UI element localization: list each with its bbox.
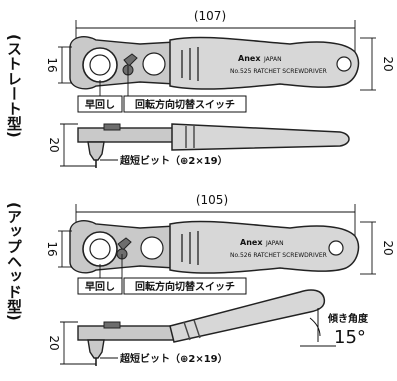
callout-box-quick-release-1: [77, 95, 123, 113]
section-straight: (ストレート型) (107) Anex JAPAN No.525 RATCHET: [5, 9, 395, 168]
hang-hole-1: [336, 56, 352, 72]
head-height-label-1: 16: [45, 57, 59, 72]
callout-box-direction-switch-2: [123, 277, 247, 295]
handle-height-label-1: 20: [381, 56, 395, 71]
side-height-label-1: 20: [47, 137, 61, 152]
section-uphead: (アップヘッド型) (105) Anex JAPAN No.526 RATCHE…: [5, 193, 395, 366]
handle-top-2: [169, 220, 360, 274]
handle-top-1: [169, 36, 360, 90]
tool-top-view-1: Anex JAPAN No.525 RATCHET SCREWDRIVER: [69, 36, 360, 90]
brand-label-1: Anex: [238, 54, 261, 63]
callout-box-quick-release-2: [77, 277, 123, 295]
callout-direction-switch-2: 回転方向切替スイッチ: [135, 280, 235, 293]
head-height-label-2: 16: [45, 241, 59, 256]
callout-bit-2: 超短ビット（⊕2×19）: [119, 352, 228, 365]
model-label-1: No.525 RATCHET SCREWDRIVER: [230, 68, 327, 75]
length-label-2: (105): [196, 193, 228, 207]
tool-top-view-2: Anex JAPAN No.526 RATCHET SCREWDRIVER: [69, 220, 360, 274]
handle-side-1: [171, 123, 350, 151]
side-title-straight: (ストレート型): [5, 34, 23, 138]
origin-label-1: JAPAN: [263, 56, 282, 63]
model-label-2: No.526 RATCHET SCREWDRIVER: [230, 252, 327, 259]
bit-1: [87, 141, 105, 161]
direction-switch-knob-1: [123, 53, 138, 67]
tool-side-view-2: [77, 289, 326, 366]
length-label-1: (107): [194, 9, 226, 23]
direction-switch-knob-2: [117, 237, 132, 251]
callout-box-direction-switch-1: [123, 95, 247, 113]
origin-label-2: JAPAN: [265, 240, 284, 247]
callout-bit-1: 超短ビット（⊕2×19）: [119, 154, 228, 167]
side-title-uphead: (アップヘッド型): [5, 202, 23, 321]
side-height-label-2: 20: [47, 335, 61, 350]
hang-hole-2: [328, 240, 344, 256]
callout-direction-switch-1: 回転方向切替スイッチ: [135, 98, 235, 111]
brand-label-2: Anex: [240, 238, 263, 247]
handle-side-2: [169, 289, 326, 343]
bit-2: [87, 339, 105, 359]
tilt-angle-title: 傾き角度: [327, 312, 369, 325]
callout-quick-release-1: 早回し: [85, 99, 115, 111]
handle-height-label-2: 20: [381, 240, 395, 255]
tool-side-view-1: [77, 123, 350, 168]
tilt-angle-value: 15°: [334, 327, 366, 348]
callout-quick-release-2: 早回し: [85, 281, 115, 293]
